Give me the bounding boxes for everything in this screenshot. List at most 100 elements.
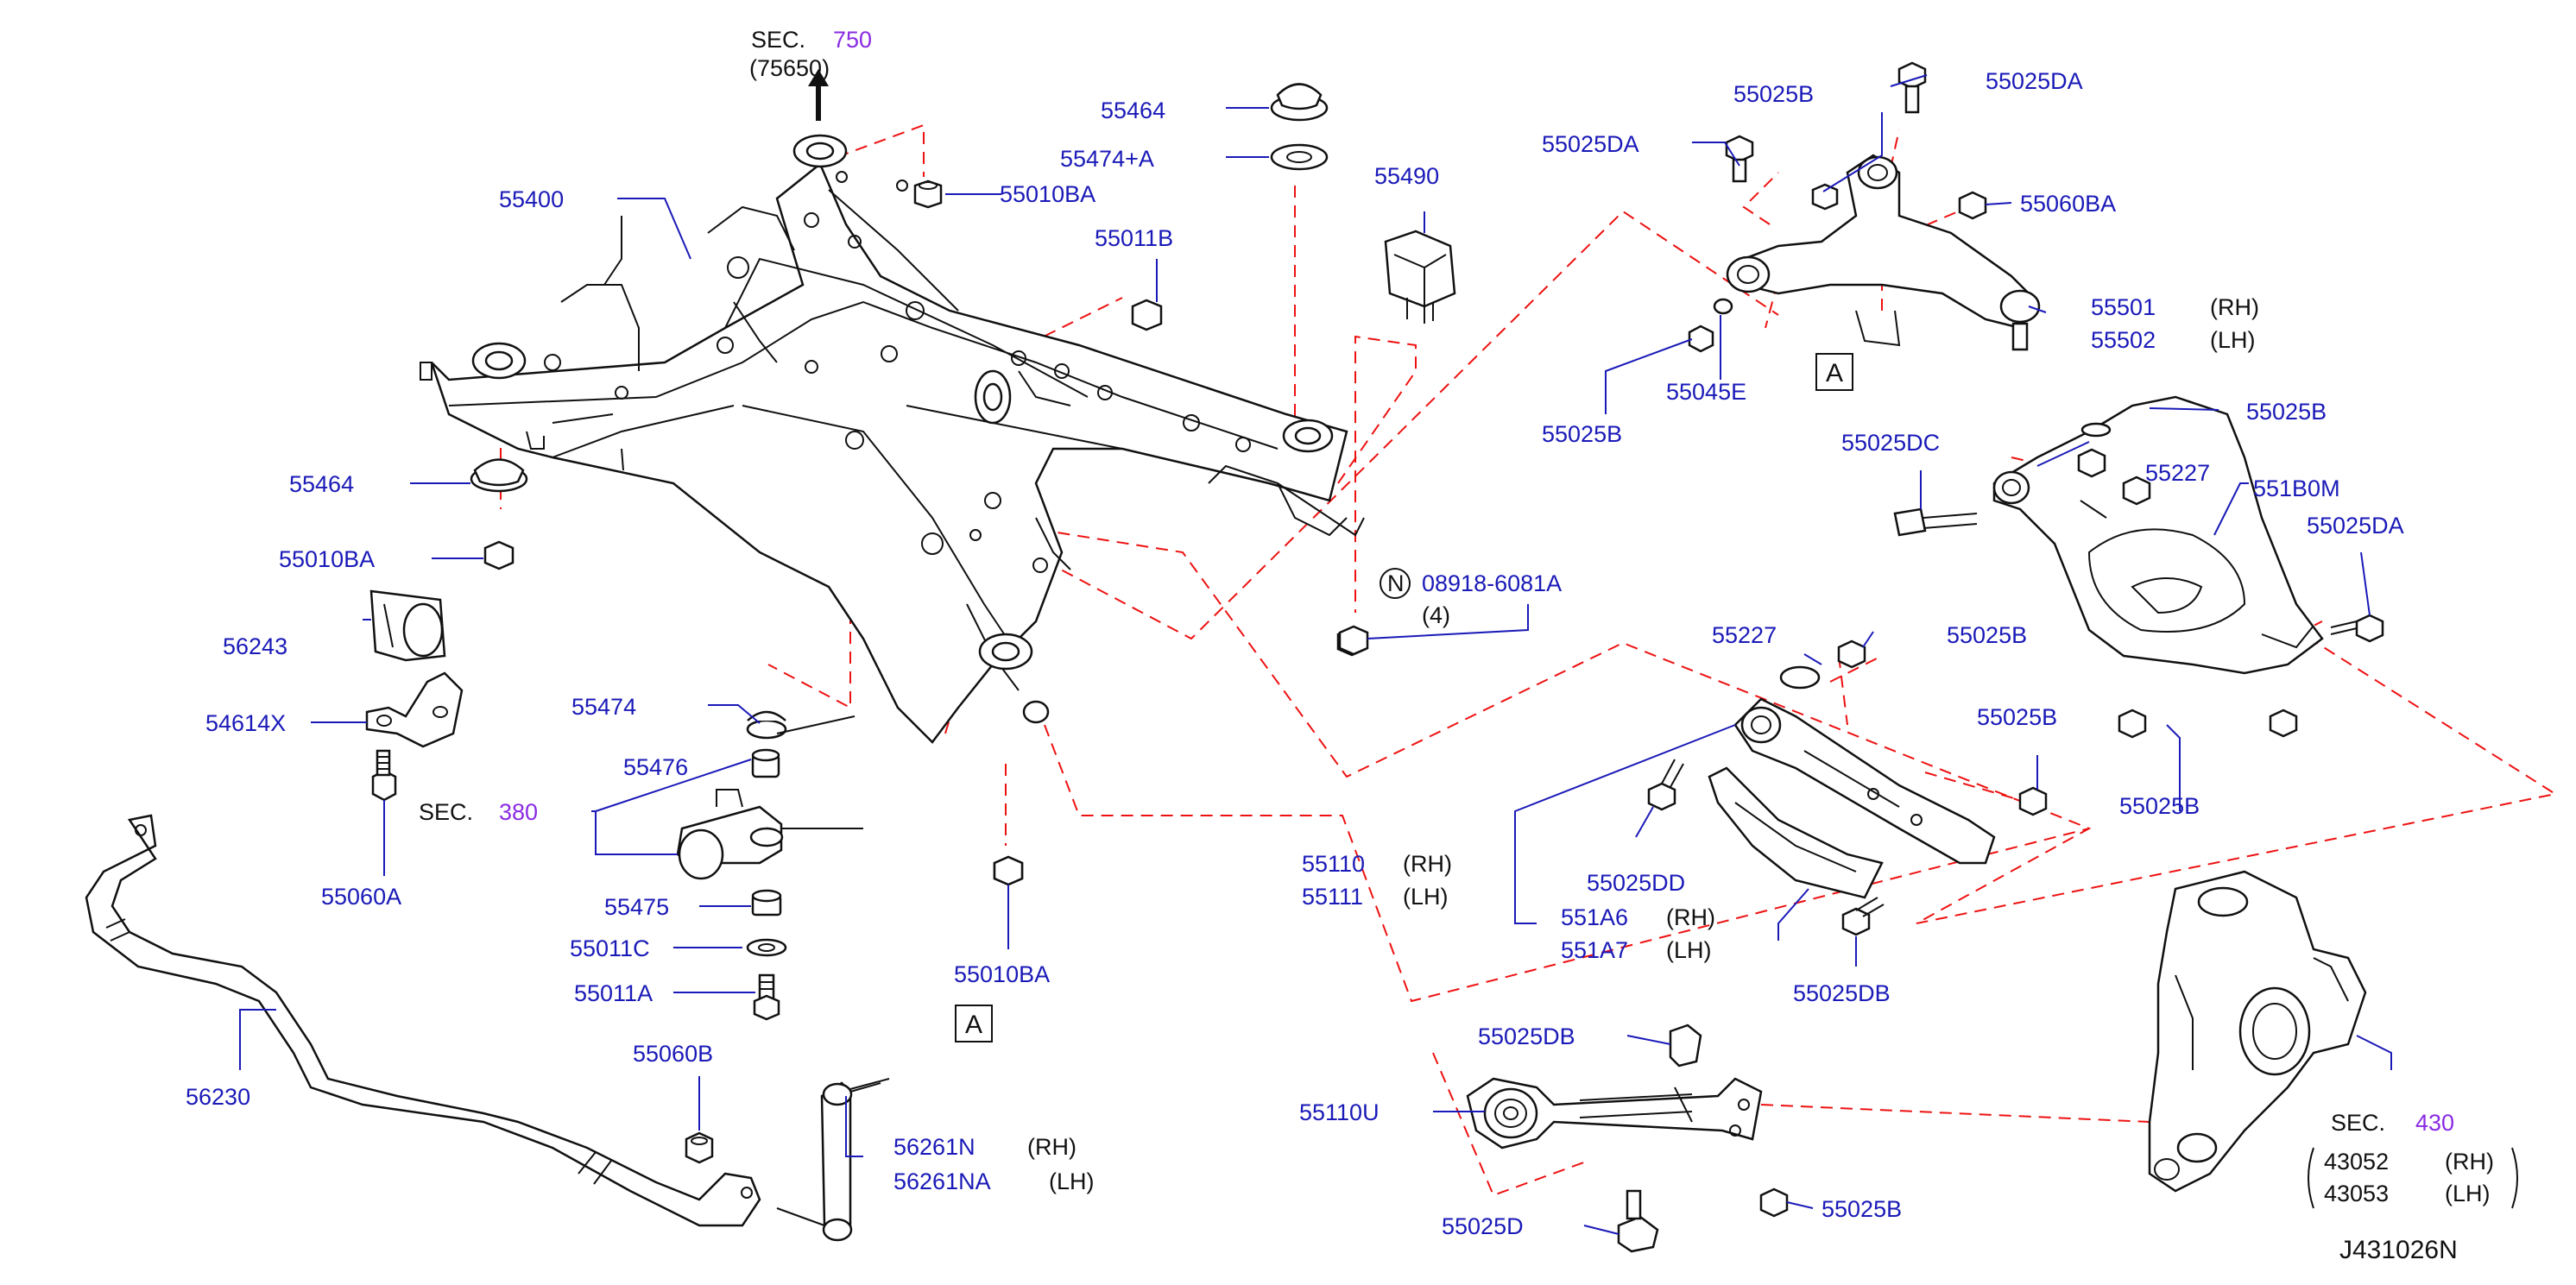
upper-link xyxy=(1726,154,2041,351)
sec-430-prefix: SEC. xyxy=(2331,1110,2385,1136)
label-56261na: 56261NA xyxy=(893,1168,991,1194)
svg-text:A: A xyxy=(965,1011,982,1039)
label-55110u: 55110U xyxy=(1299,1099,1380,1125)
label-55010ba-bottom: 55010BA xyxy=(954,961,1050,987)
leader-lines xyxy=(239,74,2392,1235)
note-symbol: N xyxy=(1380,568,1411,599)
label-55045e: 55045E xyxy=(1666,379,1746,405)
diagram-code: J431026N xyxy=(2339,1236,2458,1264)
stabilizer-link xyxy=(685,1078,890,1242)
sec-380-prefix: SEC. xyxy=(419,799,473,825)
label-55464-left: 55464 xyxy=(289,471,354,497)
label-55060ba: 55060BA xyxy=(2020,191,2116,217)
label-55025d: 55025D xyxy=(1442,1213,1524,1239)
stabilizer-clamp xyxy=(365,671,464,748)
sec-430-rh: (RH) xyxy=(2445,1149,2494,1175)
label-55011b: 55011B xyxy=(1095,225,1173,251)
label-55111: 55111 xyxy=(1302,884,1363,910)
label-55476: 55476 xyxy=(623,754,688,780)
label-551a7-lh: (LH) xyxy=(1666,937,1712,963)
label-55025dc: 55025DC xyxy=(1841,430,1940,456)
label-55025b-1: 55025B xyxy=(1733,81,1814,107)
label-56243: 56243 xyxy=(223,633,287,659)
part-labels: SEC. 750 (75650) 55400 55464 55474+A 554… xyxy=(186,27,2518,1264)
label-55025b-3: 55025B xyxy=(2246,399,2327,425)
label-55111-lh: (LH) xyxy=(1403,884,1449,910)
label-55010ba-left: 55010BA xyxy=(279,546,375,572)
toe-link xyxy=(1466,1024,1789,1253)
sec-750-number: 750 xyxy=(833,27,872,53)
svg-text:N: N xyxy=(1387,570,1405,596)
label-55025da-1: 55025DA xyxy=(1986,68,2083,94)
upper-link-fasteners xyxy=(1688,61,1987,353)
label-55025b-7: 55025B xyxy=(1822,1196,1902,1222)
sec-430-lh: (LH) xyxy=(2445,1181,2491,1206)
bolt-55060a xyxy=(371,749,397,802)
label-08918-qty: (4) xyxy=(1422,602,1450,628)
shock-absorber-lower xyxy=(676,710,863,880)
label-55490: 55490 xyxy=(1374,163,1439,189)
stabilizer-bushing xyxy=(369,589,446,662)
label-55501-rh: (RH) xyxy=(2210,294,2259,320)
label-55464-top: 55464 xyxy=(1101,98,1165,123)
axle-housing-knuckle xyxy=(2148,870,2367,1193)
label-55025da-3: 55025DA xyxy=(2307,513,2404,539)
label-08918-6081a: 08918-6081A xyxy=(1422,570,1562,596)
label-56261na-lh: (LH) xyxy=(1049,1168,1095,1194)
label-551a7: 551A7 xyxy=(1561,937,1628,963)
label-56230: 56230 xyxy=(186,1084,250,1110)
label-55475: 55475 xyxy=(604,894,669,920)
label-55025db-1: 55025DB xyxy=(1793,980,1891,1006)
label-55110: 55110 xyxy=(1302,851,1365,877)
label-55011c: 55011C xyxy=(570,935,650,961)
label-55025da-2: 55025DA xyxy=(1542,131,1639,157)
sec-750-prefix: SEC. xyxy=(751,27,805,53)
svg-text:A: A xyxy=(1826,359,1843,387)
label-54614x: 54614X xyxy=(205,710,286,736)
bound-stopper-part xyxy=(1384,230,1456,324)
label-55060a: 55060A xyxy=(321,884,401,910)
callout-a-lower: A xyxy=(955,1005,993,1042)
label-55011a: 55011A xyxy=(574,980,653,1006)
label-551a6: 551A6 xyxy=(1561,904,1628,930)
label-55474a: 55474+A xyxy=(1060,146,1154,172)
label-55400: 55400 xyxy=(499,186,564,212)
nut-55010ba-bottom xyxy=(993,855,1024,886)
lower-arm xyxy=(1893,395,2384,738)
upper-mount-washers xyxy=(1270,83,1329,171)
sec-380-number: 380 xyxy=(499,799,538,825)
callout-a-upper: A xyxy=(1815,353,1853,391)
label-55025b-5: 55025B xyxy=(1977,704,2057,730)
label-55025b-4: 55025B xyxy=(1947,622,2027,648)
label-55502-lh: (LH) xyxy=(2210,327,2256,353)
sec-430-rh-part: 43052 xyxy=(2324,1149,2389,1175)
rear-suspension-member xyxy=(420,134,1365,744)
label-55227-1: 55227 xyxy=(2145,460,2210,486)
link-cover xyxy=(1708,766,1885,936)
label-55025dd: 55025DD xyxy=(1587,870,1685,896)
lower-link-55110 xyxy=(1647,639,2147,865)
label-55010ba-top: 55010BA xyxy=(1000,181,1095,207)
label-551b0m: 551B0M xyxy=(2253,476,2340,501)
label-55060b: 55060B xyxy=(633,1041,713,1067)
sec-430-lh-part: 43053 xyxy=(2324,1181,2389,1206)
label-56261n: 56261N xyxy=(893,1134,975,1160)
label-55025db-2: 55025DB xyxy=(1478,1024,1575,1049)
label-55501: 55501 xyxy=(2091,294,2156,320)
sec-750-sub: (75650) xyxy=(749,55,830,81)
sec-430-number: 430 xyxy=(2415,1110,2454,1136)
label-55025b-2: 55025B xyxy=(1542,421,1622,447)
shock-washers xyxy=(746,889,787,1021)
label-551a6-rh: (RH) xyxy=(1666,904,1715,930)
nut-08918 xyxy=(1338,625,1369,656)
stabilizer-bar xyxy=(85,814,761,1227)
label-55502: 55502 xyxy=(2091,327,2156,353)
label-55025b-6: 55025B xyxy=(2119,793,2200,819)
label-55110-rh: (RH) xyxy=(1403,851,1452,877)
sec-750-arrow xyxy=(808,69,829,121)
label-55474: 55474 xyxy=(571,694,636,720)
label-56261n-rh: (RH) xyxy=(1027,1134,1076,1160)
label-55227-2: 55227 xyxy=(1712,622,1777,648)
